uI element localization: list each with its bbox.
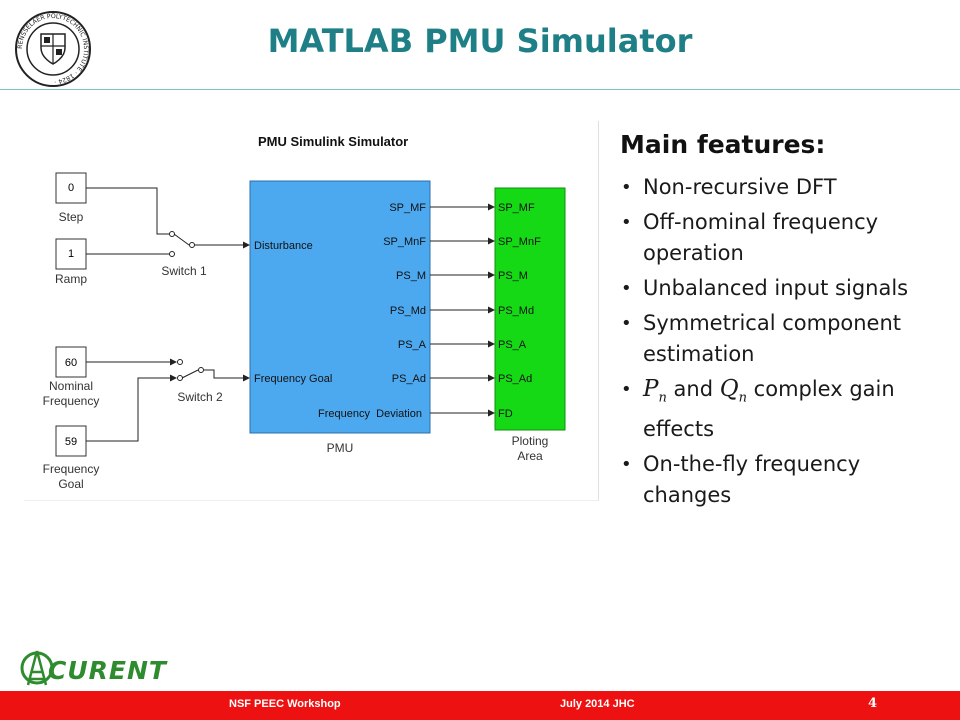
ramp-label: Ramp [55,272,87,286]
feature-item: •Off-nominal frequency operation [621,210,879,265]
ploting-area-block: SP_MF SP_MnF PS_M PS_Md PS_A PS_Ad FD Pl… [494,187,566,463]
plot-input-ps-md: PS_Md [498,305,534,317]
ramp-value: 1 [68,248,74,260]
page-number: 4 [868,696,878,711]
frequency-goal-value: 59 [65,436,77,448]
diagram-title: PMU Simulink Simulator [258,134,408,149]
plot-input-ps-ad: PS_Ad [498,373,532,385]
feature-item: •On-the-fly frequency changes [621,451,861,507]
pmu-output-ps-a: PS_A [398,339,427,351]
feature-item-complex-gain: •Pn and Qn complex gain effects [621,376,895,441]
feature-item: •Unbalanced input signals [621,276,909,300]
pmu-input-frequency-goal: Frequency Goal [254,373,332,385]
features-list: •Non-recursive DFT •Off-nominal frequenc… [620,172,940,515]
nominal-frequency-value: 60 [65,357,77,369]
plot-input-sp-mnf: SP_MnF [498,236,541,248]
pmu-output-sp-mf: SP_MF [389,202,426,214]
plot-input-ps-a: PS_A [498,339,527,351]
math-p: Pn [643,376,667,406]
rpi-seal-logo: RENSSELAER POLYTECHNIC INSTITUTE · 1824 … [15,11,91,87]
plot-input-fd: FD [498,408,513,420]
footer-bar: NSF PEEC Workshop July 2014 JHC 4 [0,691,960,720]
curent-logo: CURENT [20,650,168,686]
page-title: MATLAB PMU Simulator [267,22,693,60]
pmu-block: Disturbance Frequency Goal SP_MF SP_MnF … [249,180,431,455]
features-heading: Main features: [620,130,826,159]
switch-1: Switch 1 [86,187,250,278]
footer-event: NSF PEEC Workshop [229,698,341,710]
feature-item: •Non-recursive DFT [621,175,837,199]
curent-wordmark: CURENT [48,656,168,685]
ramp-block: 1 Ramp [55,238,87,286]
footer-date: July 2014 JHC [560,698,635,710]
pmu-input-disturbance: Disturbance [254,240,313,252]
math-q: Qn [719,376,747,406]
switch-2-label: Switch 2 [177,390,223,404]
switch-1-label: Switch 1 [161,264,207,278]
pmu-output-ps-ad: PS_Ad [392,373,426,385]
pmu-output-sp-mnf: SP_MnF [383,236,426,248]
plot-input-ps-m: PS_M [498,270,528,282]
pmu-output-ps-m: PS_M [396,270,426,282]
feature-item: •Symmetrical component estimation [621,311,902,366]
pmu-output-ps-md: PS_Md [390,305,426,317]
pmu-to-plot-connections [430,203,495,417]
pmu-block-name: PMU [327,441,354,455]
step-label: Step [59,210,84,224]
step-block: 0 Step [55,172,87,224]
step-value: 0 [68,182,74,194]
simulink-diagram: PMU Simulink Simulator 0 Step 1 Ramp 60 … [24,121,599,501]
pmu-output-frequency-deviation: Frequency Deviation [318,408,422,420]
plot-input-sp-mf: SP_MF [498,202,535,214]
switch-2: Switch 2 [86,358,250,442]
title-divider [0,89,960,90]
